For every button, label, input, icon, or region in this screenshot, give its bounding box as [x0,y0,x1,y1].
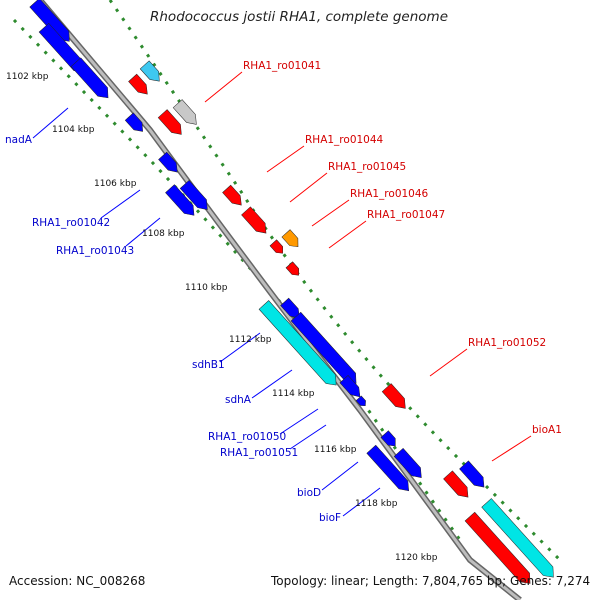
gene-label-rha1-ro01043: RHA1_ro01043 [56,245,134,257]
gene-block [158,151,178,173]
gene-block [157,109,182,135]
genome-backbone-outline [37,0,522,600]
gene-label-rha1-ro01041: RHA1_ro01041 [243,60,321,72]
gene-arrow-ro01045 [241,206,267,234]
gene-block [139,60,160,82]
gene-arrow-ro01047 [285,261,300,276]
gene-arrow-ro01052 [381,383,406,409]
leader-line [321,461,359,491]
gene-label-rha1-ro01044: RHA1_ro01044 [305,134,384,146]
gene-block [459,460,485,488]
gene-block [355,395,366,406]
topology-text: Topology: linear; Length: 7,804,765 bp; … [271,574,591,588]
tick-label: 1108 kbp [142,229,185,239]
accession-text: Accession: NC_008268 [9,574,146,588]
tick-label: 1116 kbp [314,445,357,455]
gene-label-rha1-ro01051: RHA1_ro01051 [220,447,298,459]
gene-label-rha1-ro01050: RHA1_ro01050 [208,431,286,443]
gene-arrow-ro01046 [281,229,299,247]
gene-label-rha1-ro01042: RHA1_ro01042 [32,217,110,229]
leader-line [289,424,327,450]
tick-label: 1118 kbp [355,499,398,509]
gene-block [339,375,361,398]
gene-label-rha1-ro01047: RHA1_ro01047 [367,209,445,221]
gene-arrow-bioA1 [443,470,469,498]
gene-block [269,239,284,254]
gene-block [165,184,195,216]
leader-line [342,487,381,517]
tick-label: 1120 kbp [395,553,438,563]
leader-line [328,220,367,249]
tick-label: 1106 kbp [94,179,137,189]
gene-arrow-ro01044 [222,184,242,206]
leader-line [266,145,305,173]
gene-label-rha1-ro01052: RHA1_ro01052 [468,337,546,349]
gene-label-biof: bioF [319,512,341,524]
tick-guide-line [12,18,462,541]
gene-block [464,511,531,584]
tick-guide-line [108,0,562,562]
leader-line [311,199,350,227]
leader-line [32,107,69,139]
gene-label-rha1-ro01045: RHA1_ro01045 [328,161,406,173]
gene-block [481,498,554,578]
leader-line [491,435,532,462]
leader-line [100,189,141,219]
gene-arrow-bioF [366,444,410,492]
gene-arrow-ro01041 [128,73,148,95]
leader-line [279,408,319,435]
gene-block [380,430,396,447]
gene-arrow-sdhA [258,300,337,386]
gene-block [179,179,208,210]
leader-line [251,369,293,399]
tick-label: 1104 kbp [52,125,95,135]
leader-line [125,217,161,247]
tick-label: 1102 kbp [6,72,49,82]
gene-label-nada: nadA [5,134,33,146]
gene-label-biod: bioD [297,487,321,499]
tick-label: 1114 kbp [272,389,315,399]
tick-label: 1112 kbp [229,335,272,345]
gene-label-sdha: sdhA [225,394,252,406]
gene-block [124,112,143,132]
genome-title: Rhodococcus jostii RHA1, complete genome [150,9,448,25]
tick-label: 1110 kbp [185,283,228,293]
gene-label-rha1-ro01046: RHA1_ro01046 [350,188,429,200]
gene-label-sdhb1: sdhB1 [192,359,225,371]
leader-line [204,71,243,103]
gene-block [70,57,109,99]
gene-label-bioa1: bioA1 [532,424,562,436]
leader-line [219,332,261,363]
gene-block [280,297,300,319]
gene-arrow-bioD [393,447,422,478]
leader-line [289,172,328,203]
leader-line [429,348,468,377]
gene-block [172,99,197,125]
